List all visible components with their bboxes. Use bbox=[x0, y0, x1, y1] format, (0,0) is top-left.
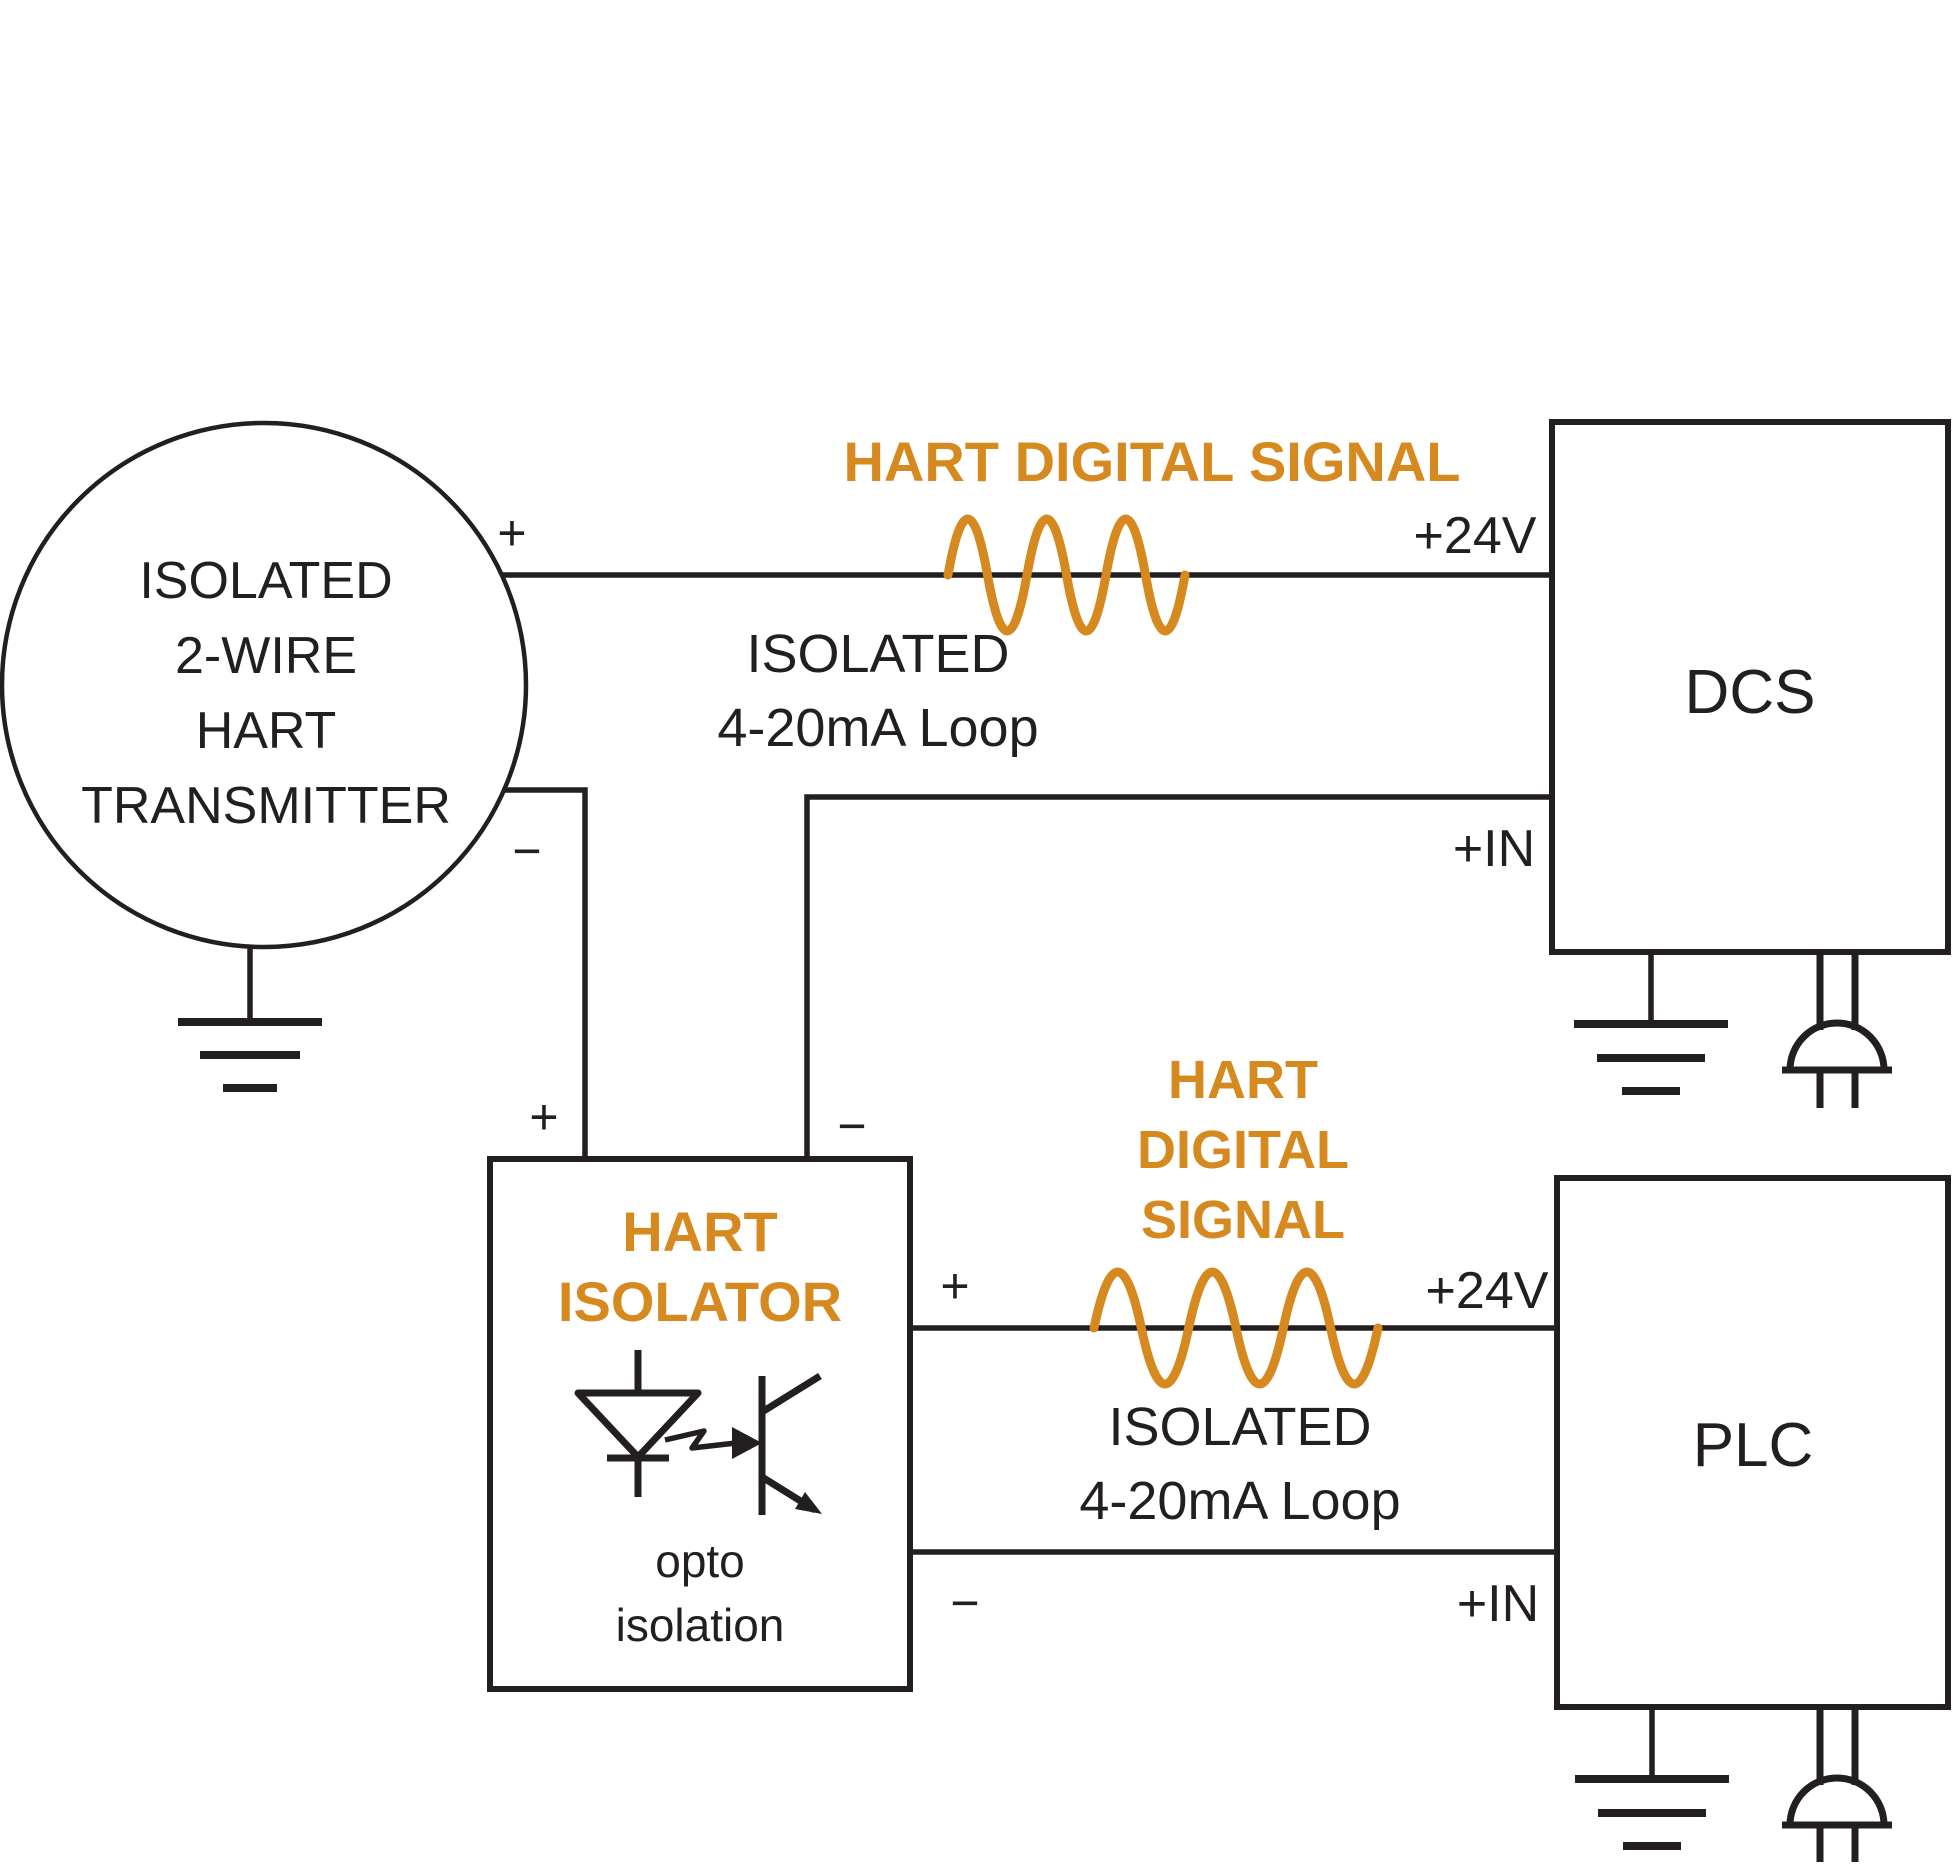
optocoupler-icon bbox=[574, 1350, 822, 1515]
isolator-caption-line-1: opto bbox=[655, 1535, 745, 1587]
plug-dome bbox=[1786, 1774, 1888, 1826]
isolator-input-plus-label: + bbox=[529, 1089, 558, 1145]
isolator-caption-line-2: isolation bbox=[616, 1599, 785, 1651]
hart-digital-signal-bottom-line-1: HART bbox=[1168, 1050, 1318, 1110]
transmitter-label-line-1: ISOLATED bbox=[139, 552, 392, 610]
phototransistor-collector bbox=[760, 1373, 822, 1415]
labels: ISOLATED 2-WIRE HART TRANSMITTER + − HAR… bbox=[81, 430, 1815, 1651]
plc-input-terminal-label: +IN bbox=[1457, 1575, 1539, 1633]
isolator-title-line-1: HART bbox=[622, 1200, 778, 1263]
isolator-output-plus-label: + bbox=[940, 1258, 969, 1314]
phototransistor-emitter-arrow bbox=[795, 1492, 822, 1514]
led-triangle bbox=[574, 1389, 702, 1461]
ac-plug-icon-dcs bbox=[1782, 952, 1892, 1108]
light-arrow-shaft bbox=[664, 1428, 737, 1451]
dcs-box bbox=[1549, 419, 1951, 955]
ground-symbol-dcs bbox=[1574, 952, 1728, 1095]
transmitter-circle bbox=[0, 420, 529, 950]
hart-digital-signal-bottom-line-3: SIGNAL bbox=[1141, 1190, 1345, 1250]
hart-signal-wave-bottom-icon bbox=[1089, 1267, 1383, 1389]
isolator-input-minus-label: − bbox=[837, 1098, 866, 1154]
hart-isolator-box bbox=[487, 1156, 913, 1692]
isolator-output-minus-label: − bbox=[950, 1575, 979, 1631]
plug-dome bbox=[1786, 1019, 1888, 1071]
hart-digital-signal-bottom-line-2: DIGITAL bbox=[1137, 1120, 1349, 1180]
isolated-loop-top-line-2: 4-20mA Loop bbox=[717, 698, 1038, 758]
isolator-title-line-2: ISOLATOR bbox=[558, 1270, 842, 1333]
hart-signal-wave-top-icon bbox=[943, 514, 1190, 636]
dcs-input-terminal-label: +IN bbox=[1453, 820, 1535, 878]
ground-symbol-plc bbox=[1575, 1707, 1729, 1850]
dcs-label: DCS bbox=[1685, 658, 1816, 727]
ground-symbol-transmitter bbox=[178, 945, 322, 1092]
hart-digital-signal-top-label: HART DIGITAL SIGNAL bbox=[843, 430, 1460, 493]
transmitter-label-line-4: TRANSMITTER bbox=[81, 777, 451, 835]
ac-plug-icon-plc bbox=[1782, 1707, 1892, 1862]
isolated-loop-bottom-line-1: ISOLATED bbox=[1108, 1397, 1371, 1457]
plc-supply-terminal-label: +24V bbox=[1426, 1262, 1549, 1320]
isolated-loop-bottom-line-2: 4-20mA Loop bbox=[1079, 1471, 1400, 1531]
dcs-supply-terminal-label: +24V bbox=[1414, 507, 1537, 565]
transmitter-minus-label: − bbox=[512, 823, 541, 879]
transmitter-plus-label: + bbox=[497, 505, 526, 561]
plc-box bbox=[1554, 1175, 1951, 1710]
plc-label: PLC bbox=[1693, 1411, 1814, 1480]
isolated-loop-top-line-1: ISOLATED bbox=[746, 624, 1009, 684]
transmitter-label-line-2: 2-WIRE bbox=[175, 627, 357, 685]
transmitter-label-line-3: HART bbox=[196, 702, 337, 760]
wire-dcs-in-to-isolator bbox=[804, 794, 1552, 1159]
light-arrow-head bbox=[732, 1427, 762, 1459]
